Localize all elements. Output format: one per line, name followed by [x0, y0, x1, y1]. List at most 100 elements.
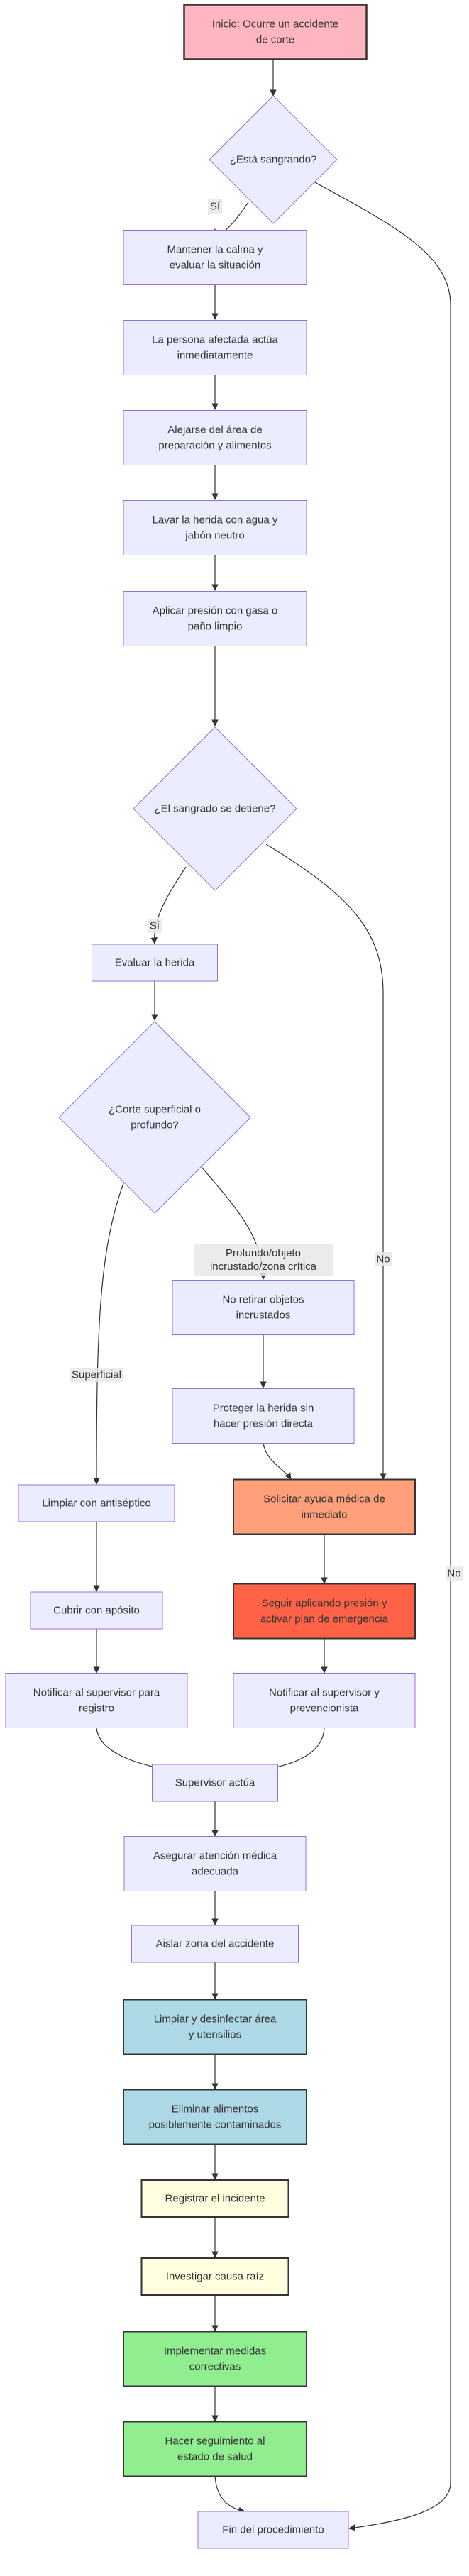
node-supervisor: Supervisor actúa	[152, 1764, 278, 1802]
process-box	[123, 2421, 307, 2477]
node-antiseptic: Limpiar con antiséptico	[18, 1484, 175, 1522]
edge-label-background	[446, 1566, 463, 1581]
node-label: Notificar al supervisor para	[33, 1687, 160, 1699]
node-protect: Proteger la herida sin hacer presión dire…	[172, 1388, 355, 1444]
edge-label-text: incrustado/zona crítica	[210, 1261, 317, 1273]
node-label: prevencionista	[290, 1703, 359, 1715]
node-label: jabón neutro	[184, 530, 244, 542]
edge-label-text: No	[447, 1568, 460, 1580]
edge-label-text: No	[376, 1254, 390, 1266]
node-no-remove: No retirar objetos incrustados	[172, 1280, 355, 1335]
edge-label-background	[375, 1252, 392, 1266]
node-label: hacer presión directa	[214, 1418, 314, 1430]
e-stops-eval	[150, 866, 187, 944]
process-box	[92, 944, 218, 982]
process-box	[123, 2089, 307, 2145]
node-label: ¿El sangrado se detiene?	[155, 803, 276, 815]
process-box	[123, 230, 307, 285]
edge-label-background	[194, 1244, 333, 1276]
node-bandage: Cubrir con apósito	[30, 1591, 163, 1630]
e-notifyprev-super	[269, 1728, 325, 1771]
node-label: Implementar medidas	[164, 2345, 266, 2357]
edge-label-text: Sí	[150, 920, 160, 932]
e-q-end	[311, 180, 451, 2531]
node-move-away: Alejarse del área de preparación y alimen…	[123, 410, 307, 465]
decision-shape	[58, 1021, 251, 1214]
edge-label-no-bleeding: No	[446, 1566, 463, 1581]
node-label: adecuada	[192, 1866, 239, 1878]
edges	[93, 60, 451, 2531]
node-isolate: Aislar zona del accidente	[131, 1925, 299, 1963]
node-label: preparación y alimentos	[158, 440, 271, 452]
node-end: Fin del procedimiento	[197, 2511, 349, 2549]
edge-label-text: Profundo/objeto	[226, 1247, 301, 1259]
node-label: Limpiar con antiséptico	[42, 1498, 150, 1510]
node-discard: Eliminar alimentos posiblemente contamina…	[123, 2089, 307, 2145]
node-label: Supervisor actúa	[175, 1777, 255, 1789]
node-notify-prev: Notificar al supervisor y prevencionista	[233, 1673, 416, 1728]
node-label: Lavar la herida con agua y	[153, 514, 278, 526]
node-label: Registrar el incidente	[165, 2193, 265, 2205]
node-label: incrustados	[236, 1310, 291, 1322]
process-box	[197, 2511, 349, 2549]
edge-label-text: Superficial	[72, 1369, 121, 1381]
node-label: Investigar causa raíz	[166, 2271, 264, 2283]
process-box	[140, 2257, 289, 2296]
node-label: posiblemente contaminados	[149, 2119, 282, 2131]
node-bleeding-q: ¿Está sangrando?	[209, 95, 338, 224]
process-box	[233, 1673, 416, 1728]
process-box	[183, 4, 368, 60]
process-box	[131, 1925, 299, 1963]
node-label: Alejarse del área de	[167, 424, 262, 436]
node-label: estado de salud	[177, 2451, 253, 2463]
process-box	[233, 1478, 416, 1535]
node-cut-q: ¿Corte superficial o profundo?	[58, 1021, 251, 1214]
process-box	[123, 320, 307, 375]
process-box	[123, 410, 307, 465]
edge-label-no-stops: No	[375, 1252, 392, 1266]
node-evaluate: Evaluar la herida	[92, 944, 218, 982]
node-label: Fin del procedimiento	[222, 2524, 324, 2536]
process-box	[123, 1836, 307, 1891]
node-label: y utensilios	[189, 2029, 241, 2041]
edge-label-yes-bleeding: Sí	[208, 199, 222, 214]
node-label: inmediato	[301, 1509, 347, 1521]
node-label: Notificar al supervisor y	[269, 1687, 380, 1699]
edge-label-background	[148, 919, 162, 933]
node-label: profundo?	[131, 1120, 179, 1132]
node-label: correctivas	[189, 2361, 241, 2373]
node-label: ¿Está sangrando?	[230, 154, 317, 166]
node-record: Registrar el incidente	[140, 2179, 289, 2218]
decision-shape	[133, 726, 297, 891]
process-box	[18, 1484, 175, 1522]
node-label: Solicitar ayuda médica de	[263, 1493, 385, 1505]
node-corrective: Implementar medidas correctivas	[123, 2331, 307, 2387]
node-label: Cubrir con apósito	[53, 1605, 140, 1617]
e-cut-antiseptic	[93, 1181, 125, 1485]
edge-label-text: Sí	[210, 201, 221, 213]
node-wash: Lavar la herida con agua y jabón neutro	[123, 500, 307, 555]
process-box	[172, 1280, 355, 1335]
node-label: Proteger la herida sin	[213, 1403, 314, 1415]
node-notify-reg: Notificar al supervisor para registro	[5, 1673, 188, 1728]
node-label: paño limpio	[188, 621, 243, 633]
node-investigate: Investigar causa raíz	[140, 2257, 289, 2296]
e-followup-end	[214, 2475, 245, 2514]
edge-labels: SíNoSíNoSuperficialProfundo/objetoincrus…	[70, 199, 463, 1581]
node-ensure-care: Asegurar atención médica adecuada	[123, 1836, 307, 1891]
node-label: registro	[79, 1703, 114, 1715]
node-label: Eliminar alimentos	[172, 2104, 259, 2116]
node-label: No retirar objetos	[222, 1294, 304, 1306]
node-label: ¿Corte superficial o	[109, 1104, 201, 1116]
node-label: Asegurar atención médica	[153, 1850, 277, 1862]
process-box	[123, 1999, 307, 2055]
process-box	[152, 1764, 278, 1802]
